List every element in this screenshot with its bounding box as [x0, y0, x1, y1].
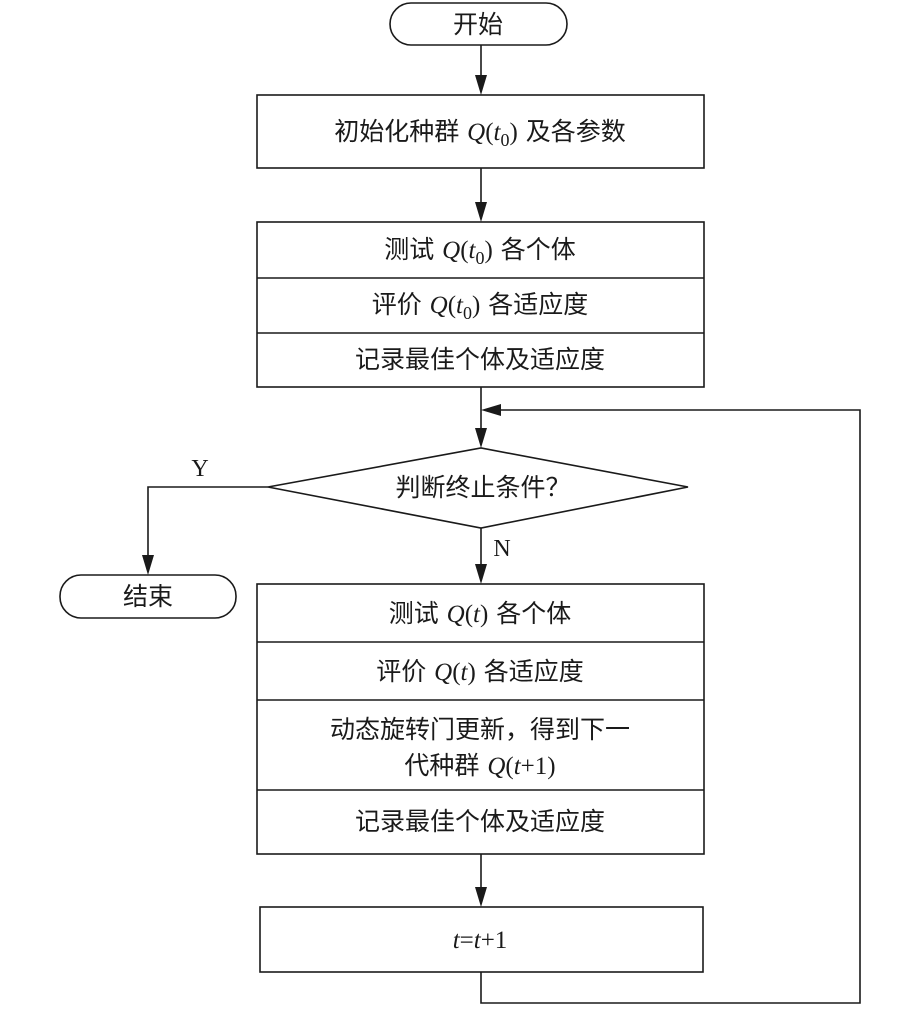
test-label: 测试 Q(t) 各个体: [389, 599, 572, 628]
initial-process-box: [256, 221, 705, 388]
arrowhead: [475, 564, 487, 584]
decision-label: 判断终止条件？: [395, 473, 570, 502]
record0-label: 记录最佳个体及适应度: [355, 345, 605, 374]
loop-process-group: 测试 Q(t) 各个体 评价 Q(t) 各适应度 动态旋转门更新，得到下一 代种…: [256, 583, 705, 855]
test0-label: 测试 Q(t0) 各个体: [384, 235, 576, 268]
init-box: [256, 94, 705, 169]
arrowhead: [142, 555, 154, 575]
arrowhead: [475, 428, 487, 448]
loop-process-box: [256, 583, 705, 855]
connectors: [142, 45, 861, 1004]
no-label: N: [493, 536, 510, 562]
update-label-line1: 动态旋转门更新，得到下一: [330, 715, 630, 744]
arrowhead: [481, 404, 501, 416]
arrowhead: [475, 75, 487, 95]
decision-diamond: [267, 447, 689, 529]
increment-box: [259, 906, 704, 973]
increment-label: t=t+1: [453, 927, 508, 954]
edge-loop-back: [480, 409, 861, 1004]
record-label: 记录最佳个体及适应度: [355, 807, 605, 836]
start-terminator: [389, 2, 568, 46]
start-label: 开始: [453, 10, 503, 39]
eval0-label: 评价 Q(t0) 各适应度: [372, 290, 589, 323]
decision-node: 判断终止条件？: [267, 447, 689, 529]
increment-node: t=t+1: [259, 906, 704, 973]
init-node: 初始化种群 Q(t0) 及各参数: [256, 94, 705, 169]
edge-decision-end-yes: [147, 486, 268, 555]
yes-label: Y: [191, 456, 208, 482]
end-node: 结束: [59, 574, 237, 619]
initial-process-group: 测试 Q(t0) 各个体 评价 Q(t0) 各适应度 记录最佳个体及适应度: [256, 221, 705, 388]
start-node: 开始: [389, 2, 568, 46]
update-label-line2: 代种群 Q(t+1): [404, 751, 555, 780]
eval-label: 评价 Q(t) 各适应度: [376, 657, 584, 686]
init-label: 初始化种群 Q(t0) 及各参数: [334, 117, 626, 150]
arrowhead: [475, 202, 487, 222]
arrowhead: [475, 887, 487, 907]
end-terminator: [59, 574, 237, 619]
end-label: 结束: [123, 582, 173, 611]
